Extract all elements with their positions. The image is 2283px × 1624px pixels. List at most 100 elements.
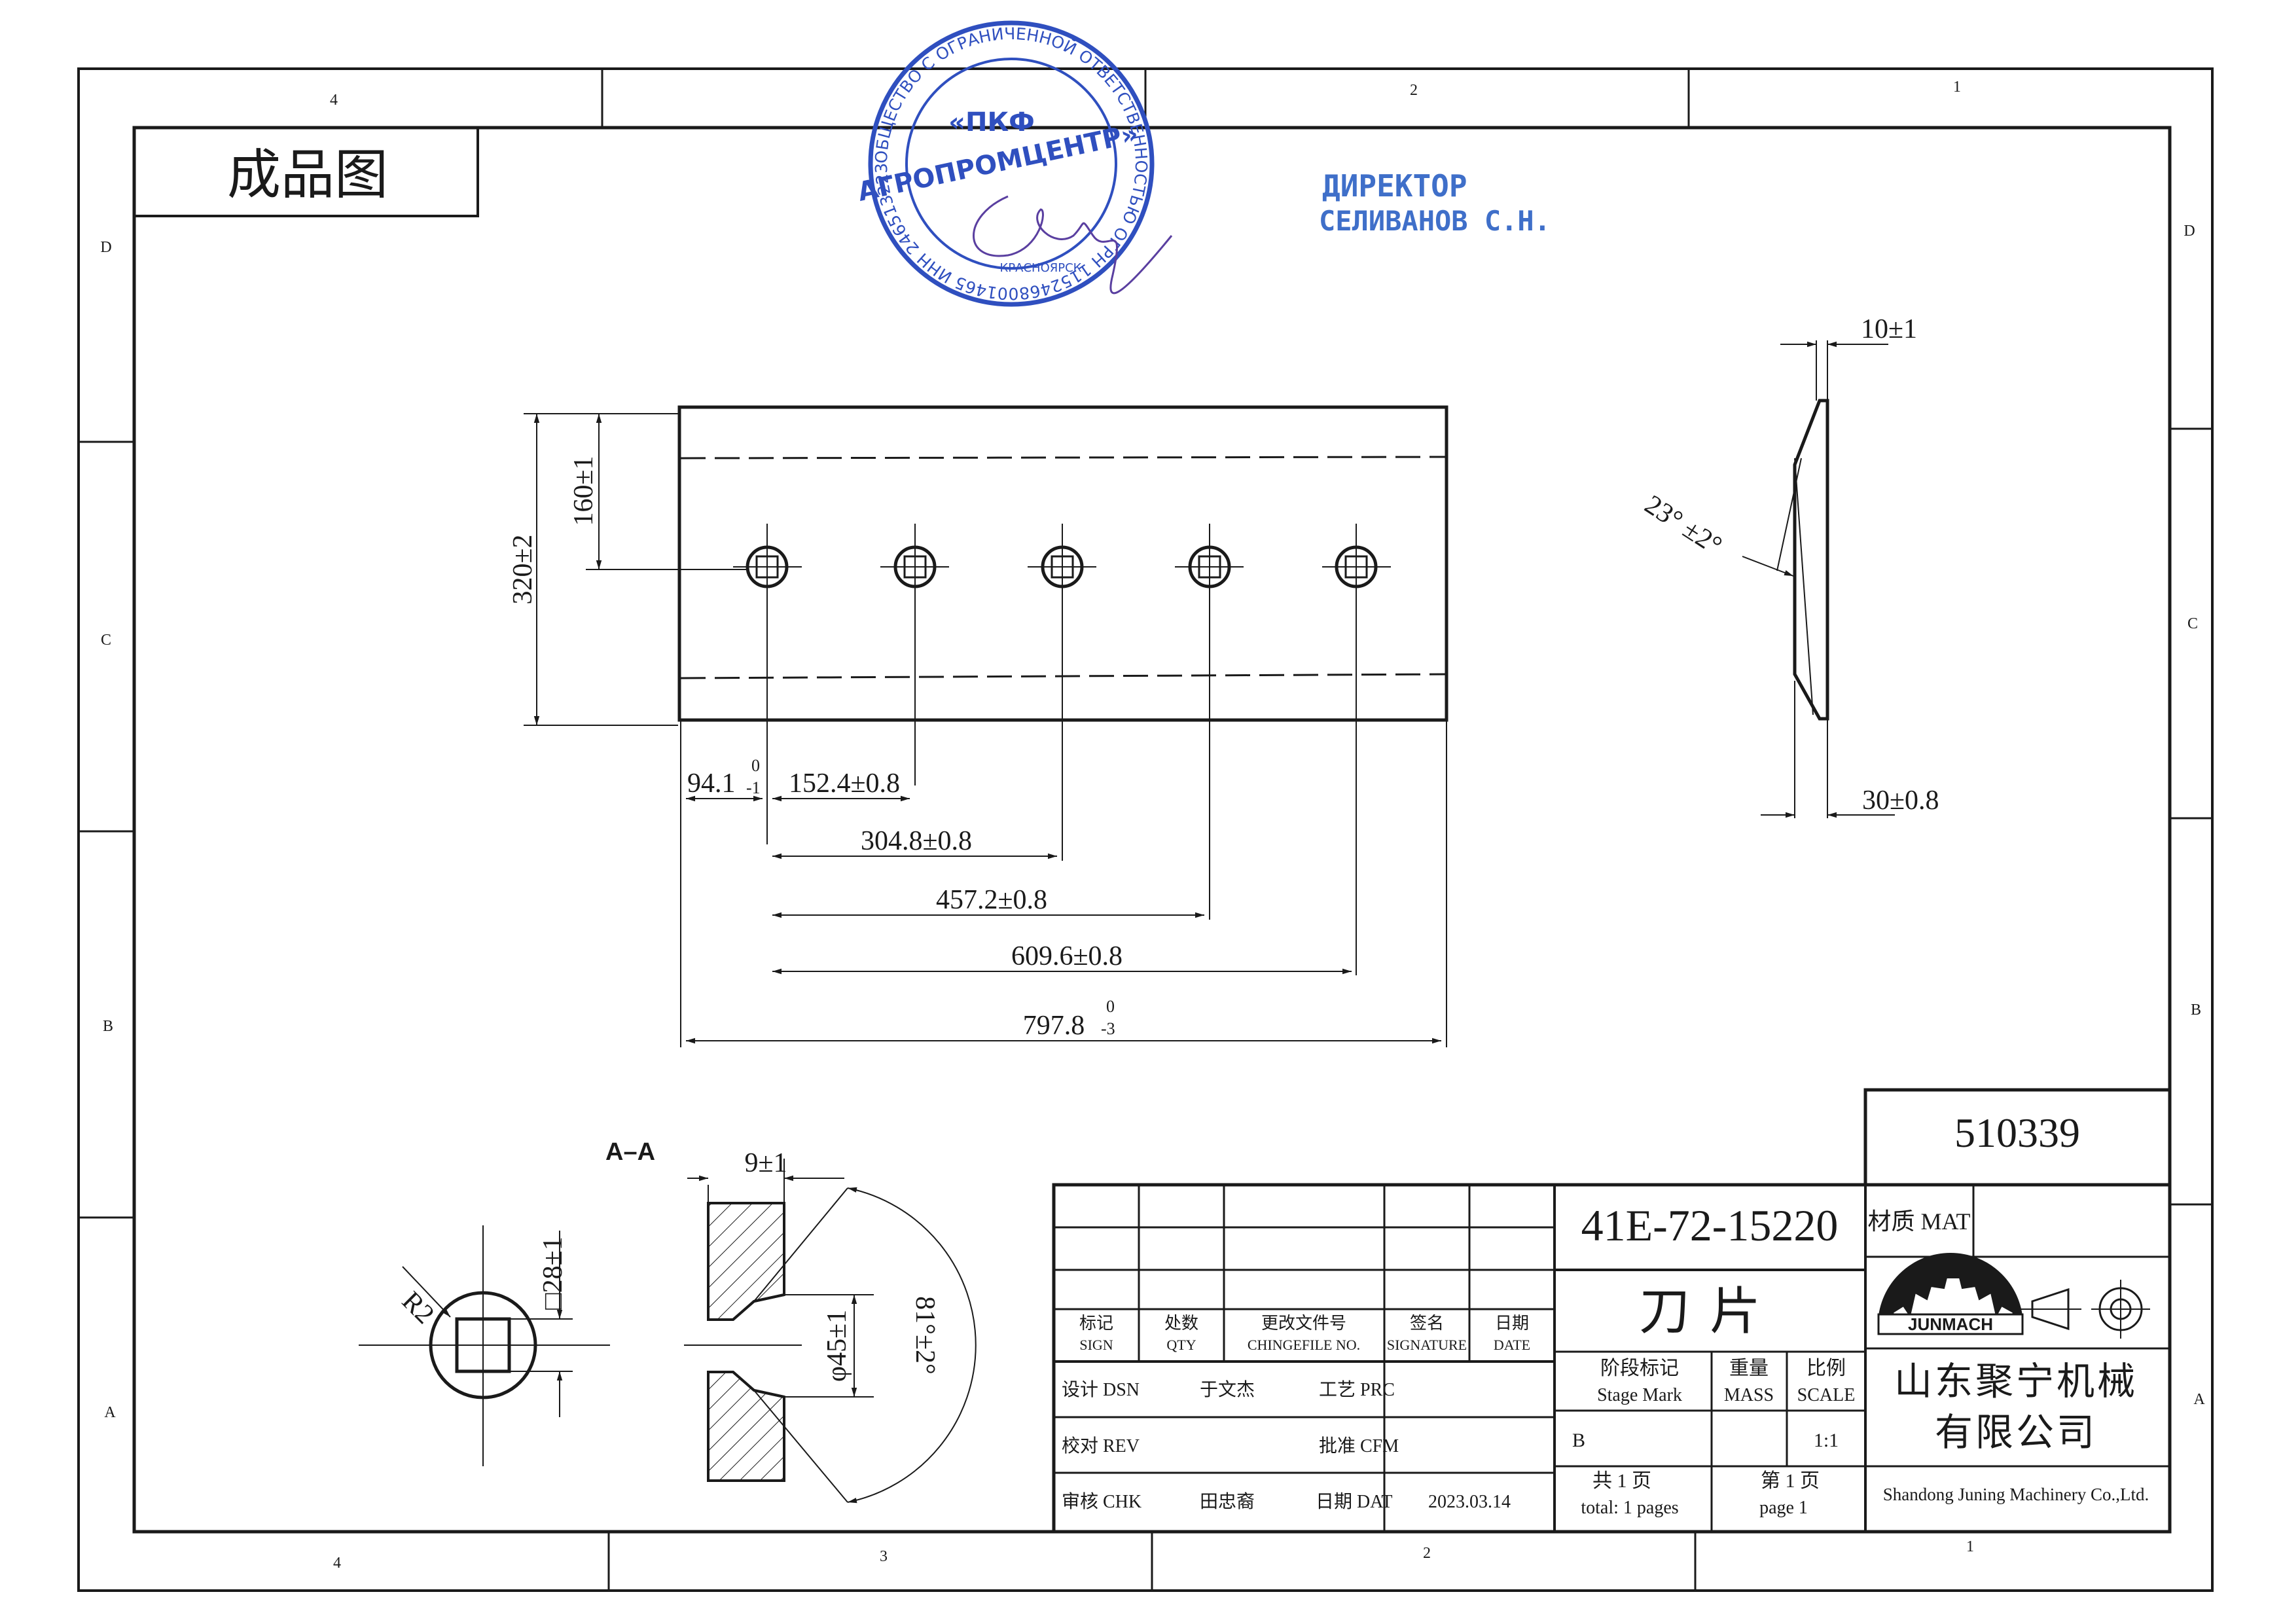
total-pages-en: total: 1 pages: [1581, 1498, 1678, 1518]
company-stamp: ОБЩЕСТВО С ОГРАНИЧЕННОЙ ОТВЕТСТВЕННОСТЬЮ…: [0, 20, 1173, 307]
check-label: 审核 CHK: [1062, 1491, 1142, 1512]
bolt-hole-3: [1028, 524, 1096, 861]
dim-pitch-3: 457.2±0.8: [936, 885, 1047, 915]
hdr-signature-en: SIGNATURE: [1387, 1337, 1467, 1353]
sheet-title: 成品图: [227, 145, 388, 205]
bolt-hole-5: [1322, 524, 1391, 975]
dim-thickness-top: 10±1: [1861, 314, 1917, 344]
zone-top-1: 1: [1953, 79, 1961, 96]
dim-edge-offset: 94.1: [687, 768, 736, 799]
director-title: ДИРЕКТОР: [1322, 168, 1467, 204]
bolt-holes: [733, 524, 1391, 975]
scale-value: 1:1: [1814, 1430, 1839, 1451]
date-value: 2023.03.14: [1428, 1492, 1511, 1512]
stage-value: B: [1572, 1430, 1585, 1451]
director-name: СЕЛИВАНОВ С.Н.: [1319, 205, 1551, 237]
scale-label-cn: 比例: [1807, 1358, 1846, 1379]
section-view: [684, 1159, 977, 1504]
design-label: 设计 DSN: [1062, 1379, 1140, 1400]
company-en: Shandong Juning Machinery Co.,Ltd.: [1883, 1485, 2149, 1504]
zone-right-d: D: [2184, 223, 2195, 240]
hdr-signature-cn: 签名: [1410, 1314, 1444, 1333]
drawing-number: 41E-72-15220: [1581, 1200, 1839, 1250]
material-label: 材质 MAT: [1867, 1208, 1970, 1235]
dim-height-center: 160±1: [569, 456, 599, 526]
sheet-title-box: [133, 126, 479, 217]
section-label: A–A: [605, 1138, 655, 1166]
designer-name: 于文杰: [1200, 1379, 1255, 1400]
dim-bevel-angle: 23° ±2°: [1640, 490, 1727, 561]
review-label: 校对 REV: [1062, 1435, 1140, 1456]
approval-rows: 设计 DSN 于文杰 工艺 PRC 校对 REV 批准 CFM 审核 CHK 田…: [1062, 1379, 1511, 1512]
process-label: 工艺 PRC: [1319, 1379, 1395, 1400]
front-view: [524, 405, 1448, 1047]
hdr-sign-en: SIGN: [1079, 1337, 1113, 1353]
dim-length-tol-lower: -3: [1101, 1019, 1115, 1038]
logo-text: JUNMACH: [1908, 1314, 1993, 1334]
mass-label-cn: 重量: [1729, 1358, 1769, 1379]
blade-profile: [1793, 399, 1829, 721]
zone-bottom-4: 4: [333, 1555, 341, 1572]
dim-length: 797.8: [1023, 1011, 1085, 1041]
dim-radius: R2: [396, 1286, 440, 1330]
company-logo: JUNMACH: [1877, 1253, 2150, 1339]
hdr-date-cn: 日期: [1495, 1314, 1529, 1333]
dim-countersink-angle: 81°±2°: [910, 1296, 940, 1375]
company-cn-line2: 有限公司: [1935, 1411, 2097, 1454]
hdr-file-en: CHINGEFILE NO.: [1248, 1337, 1360, 1353]
dim-counterbore-depth: 9±1: [744, 1148, 787, 1178]
scale-label-en: SCALE: [1797, 1385, 1856, 1405]
projection-symbol-icon: [2019, 1280, 2150, 1339]
zone-right-a: A: [2193, 1391, 2205, 1408]
page-en: page 1: [1759, 1498, 1808, 1518]
company-cn-line1: 山东聚宁机械: [1894, 1360, 2138, 1403]
page-cn: 第 1 页: [1761, 1470, 1820, 1492]
zone-right-b: B: [2191, 1001, 2201, 1019]
zone-left-c: C: [101, 632, 111, 649]
dim-edge-offset-tol-upper: 0: [751, 756, 760, 775]
dim-counterbore-dia: φ45±1: [822, 1310, 852, 1382]
zone-top-4: 4: [330, 92, 338, 109]
front-view-dimensions: 320±2 160±1 94.1 0 -1 152.4±0.8 304.8±0.…: [508, 456, 1123, 1041]
section-hatch-lower: [707, 1371, 785, 1482]
zone-bottom-1: 1: [1966, 1538, 1974, 1555]
hdr-qty-en: QTY: [1166, 1337, 1196, 1353]
dim-height-total: 320±2: [508, 534, 538, 604]
side-view-dimensions: 10±1 23° ±2° 30±0.8: [1640, 314, 1939, 816]
stage-label-en: Stage Mark: [1597, 1385, 1682, 1405]
hdr-sign-cn: 标记: [1079, 1314, 1113, 1333]
revision-headers: 标记 SIGN 处数 QTY 更改文件号 CHINGEFILE NO. 签名 S…: [1079, 1314, 1530, 1353]
dim-square: □28±1: [538, 1236, 568, 1309]
approve-label: 批准 CFM: [1319, 1435, 1399, 1456]
stage-mass-scale: 阶段标记 Stage Mark 重量 MASS 比例 SCALE B 1:1 共…: [1572, 1358, 1855, 1518]
mass-label-en: MASS: [1724, 1385, 1774, 1405]
title-block: [1052, 1088, 2172, 1534]
dim-edge-offset-tol-lower: -1: [746, 778, 761, 797]
dim-pitch-1: 152.4±0.8: [789, 768, 900, 799]
part-name: 刀片: [1639, 1283, 1780, 1340]
checker-name: 田忠裔: [1200, 1491, 1255, 1512]
date-label: 日期 DAT: [1316, 1492, 1392, 1512]
stamp-city: КРАСНОЯРСК: [1000, 261, 1082, 275]
hdr-qty-cn: 处数: [1164, 1314, 1198, 1333]
title-block-text: 510339 41E-72-15220 材质 MAT 刀片 标记 SIGN 处数…: [1062, 1110, 2150, 1518]
zone-bottom-3: 3: [880, 1548, 888, 1565]
stamp-line1: «ПКФ: [948, 107, 1035, 137]
zone-top-2: 2: [1410, 82, 1418, 99]
total-pages-cn: 共 1 页: [1592, 1470, 1651, 1492]
dim-thickness: 30±0.8: [1862, 785, 1939, 816]
hole-detail-dimensions: R2 □28±1: [396, 1236, 568, 1329]
hdr-file-cn: 更改文件号: [1261, 1314, 1346, 1333]
hole-detail: [359, 1225, 610, 1466]
zone-left-a: A: [104, 1404, 116, 1421]
zone-labels: 4 2 1 4 3 2 1 D C B A D C B A: [100, 79, 2205, 1572]
bolt-hole-2: [880, 524, 949, 785]
part-code: 510339: [1954, 1110, 2080, 1156]
stage-label-cn: 阶段标记: [1600, 1358, 1679, 1379]
zone-right-c: C: [2187, 615, 2198, 632]
zone-left-b: B: [103, 1018, 113, 1035]
dim-pitch-2: 304.8±0.8: [861, 826, 972, 856]
dim-pitch-4: 609.6±0.8: [1011, 941, 1123, 971]
hdr-date-en: DATE: [1494, 1337, 1530, 1353]
